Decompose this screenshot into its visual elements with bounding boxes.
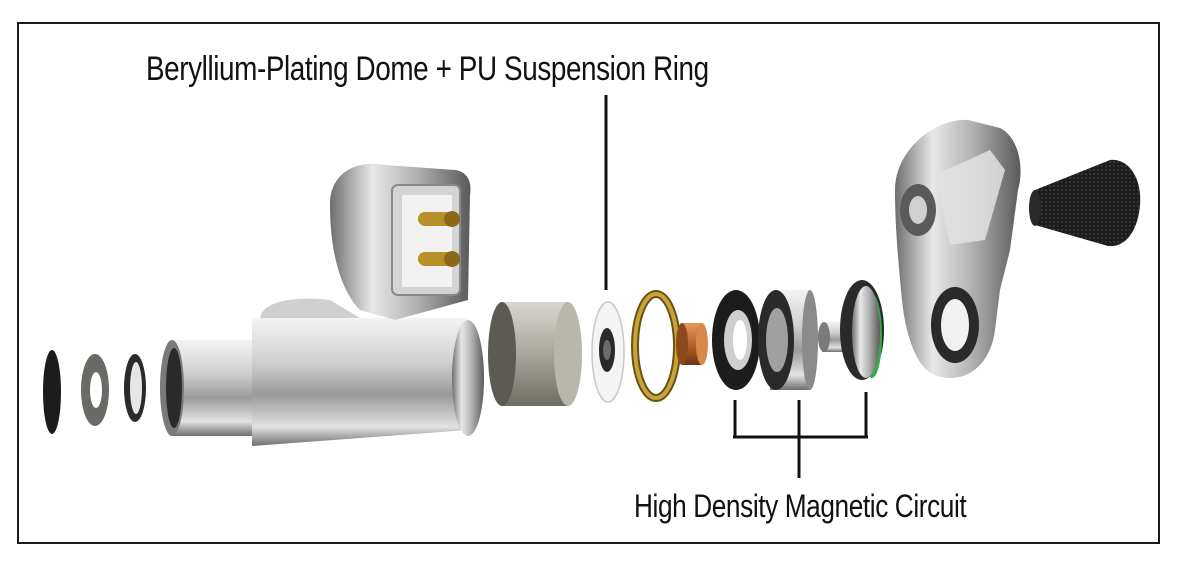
- beryllium-dome: [591, 301, 625, 403]
- magnetic-washer: [712, 290, 760, 390]
- rear-shell: [895, 119, 1021, 378]
- dome-label: Beryllium-Plating Dome + PU Suspension R…: [146, 50, 709, 88]
- pu-suspension-ring: [631, 290, 681, 402]
- magnetic-circuit-label: High Density Magnetic Circuit: [634, 488, 967, 524]
- mmcx-connector-block: [330, 163, 471, 320]
- magnetic-circuit-bracket: [733, 392, 868, 478]
- voice-coil: [676, 323, 708, 365]
- pole-piece: [818, 280, 884, 380]
- front-washer-grey: [81, 354, 109, 426]
- ring-magnet: [758, 290, 818, 390]
- front-ring-thin: [124, 354, 146, 422]
- magnet-cylinder: [488, 302, 582, 406]
- foam-ear-tip: [1029, 159, 1141, 247]
- front-washer-black: [43, 350, 61, 434]
- housing-body: [160, 298, 484, 446]
